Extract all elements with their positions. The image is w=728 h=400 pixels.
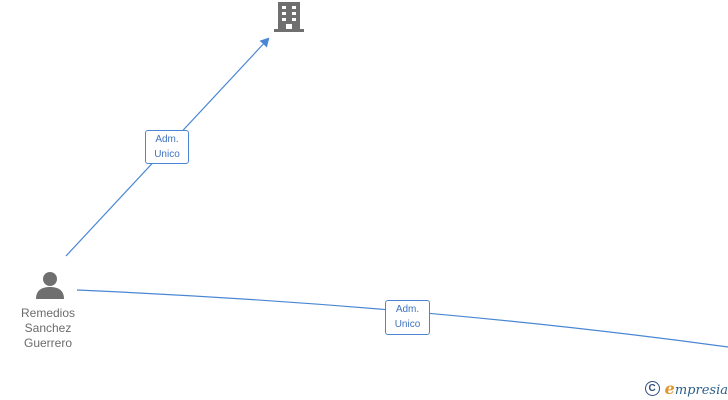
edge-role-label: Adm. Unico bbox=[385, 300, 430, 335]
edge-role-label: Adm. Unico bbox=[145, 130, 189, 164]
edge-role-line: Unico bbox=[394, 319, 421, 330]
brand-logo-initial: e bbox=[664, 378, 675, 398]
person-name-line: Remedios bbox=[20, 306, 76, 320]
edge-role-line: Unico bbox=[154, 149, 180, 160]
brand-logo-rest: mpresia bbox=[674, 382, 728, 398]
building-icon[interactable] bbox=[274, 2, 304, 32]
edge-role-line: Adm. bbox=[155, 134, 179, 145]
person-name[interactable]: Remedios Sanchez Guerrero bbox=[6, 306, 90, 351]
brand-logo: empresia bbox=[665, 379, 728, 398]
person-name-line: Sanchez bbox=[24, 321, 72, 335]
edge-role-line: Adm. bbox=[395, 304, 420, 315]
person-name-line: Guerrero bbox=[23, 336, 73, 350]
copyright-icon: C bbox=[644, 380, 660, 396]
person-icon[interactable] bbox=[36, 272, 64, 299]
brand-watermark: C empresia bbox=[644, 378, 728, 398]
